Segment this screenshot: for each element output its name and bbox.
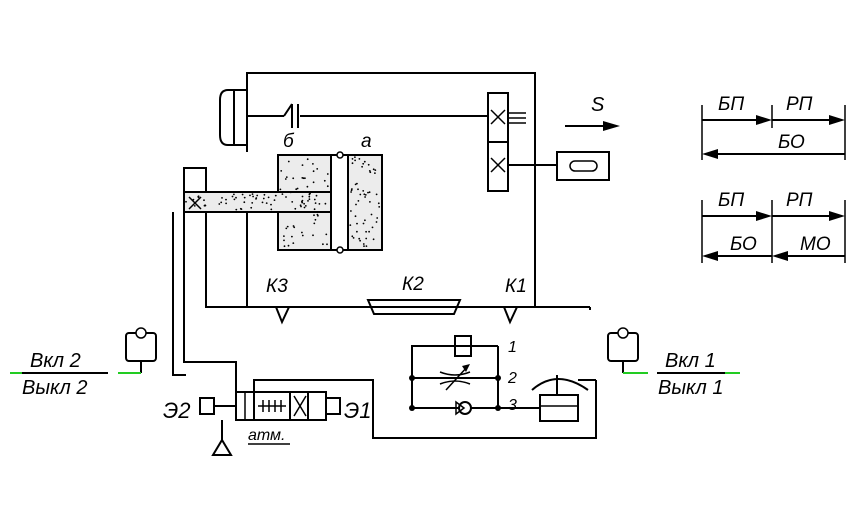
bottom-mo: МО — [800, 234, 831, 255]
bottom-bp: БП — [718, 190, 744, 211]
hydraulic-lines — [172, 212, 597, 439]
label-k3: К3 — [266, 276, 288, 297]
limit-switch-1: Вкл 1 Выкл 1 — [607, 327, 740, 399]
label-1: 1 — [508, 339, 517, 356]
top-bp: БП — [718, 94, 744, 115]
limit-switch-2: Вкл 2 Выкл 2 — [10, 327, 157, 399]
label-off1: Выкл 1 — [658, 377, 723, 399]
hydraulic-cylinder: б а — [183, 131, 383, 254]
label-e2: Э2 — [163, 398, 191, 423]
label-k2: К2 — [402, 274, 424, 295]
pump-group: 1 2 3 — [409, 335, 597, 422]
feed-gearbox — [487, 92, 557, 192]
label-off2: Выкл 2 — [22, 377, 87, 399]
label-on1: Вкл 1 — [665, 350, 716, 372]
valve-k2: К2 — [366, 274, 462, 315]
valve-k1: К1 — [502, 276, 527, 325]
label-e1: Э1 — [344, 398, 372, 423]
cycle-diagram-bottom: БП РП БО МО — [701, 190, 846, 263]
valve-k3: К3 — [266, 276, 291, 325]
label-chamber-b: б — [283, 131, 295, 152]
top-rp: РП — [786, 94, 813, 115]
cylinder-texture — [185, 156, 381, 248]
top-bo: БО — [778, 132, 805, 153]
directional-valve: Э2 Э1 атм. — [163, 391, 372, 456]
label-on2: Вкл 2 — [30, 350, 81, 372]
label-chamber-a: а — [361, 131, 372, 152]
cycle-diagram-top: БП РП БО — [701, 94, 846, 160]
label-2: 2 — [507, 370, 517, 387]
work-table — [556, 151, 610, 181]
label-atm: атм. — [248, 427, 285, 444]
feed-arrow-s: S — [565, 94, 620, 131]
machine-frame — [219, 72, 536, 307]
bottom-rp: РП — [786, 190, 813, 211]
label-3: 3 — [508, 397, 517, 414]
label-k1: К1 — [505, 276, 527, 297]
label-s: S — [591, 94, 605, 116]
bottom-bo: БО — [730, 234, 757, 255]
